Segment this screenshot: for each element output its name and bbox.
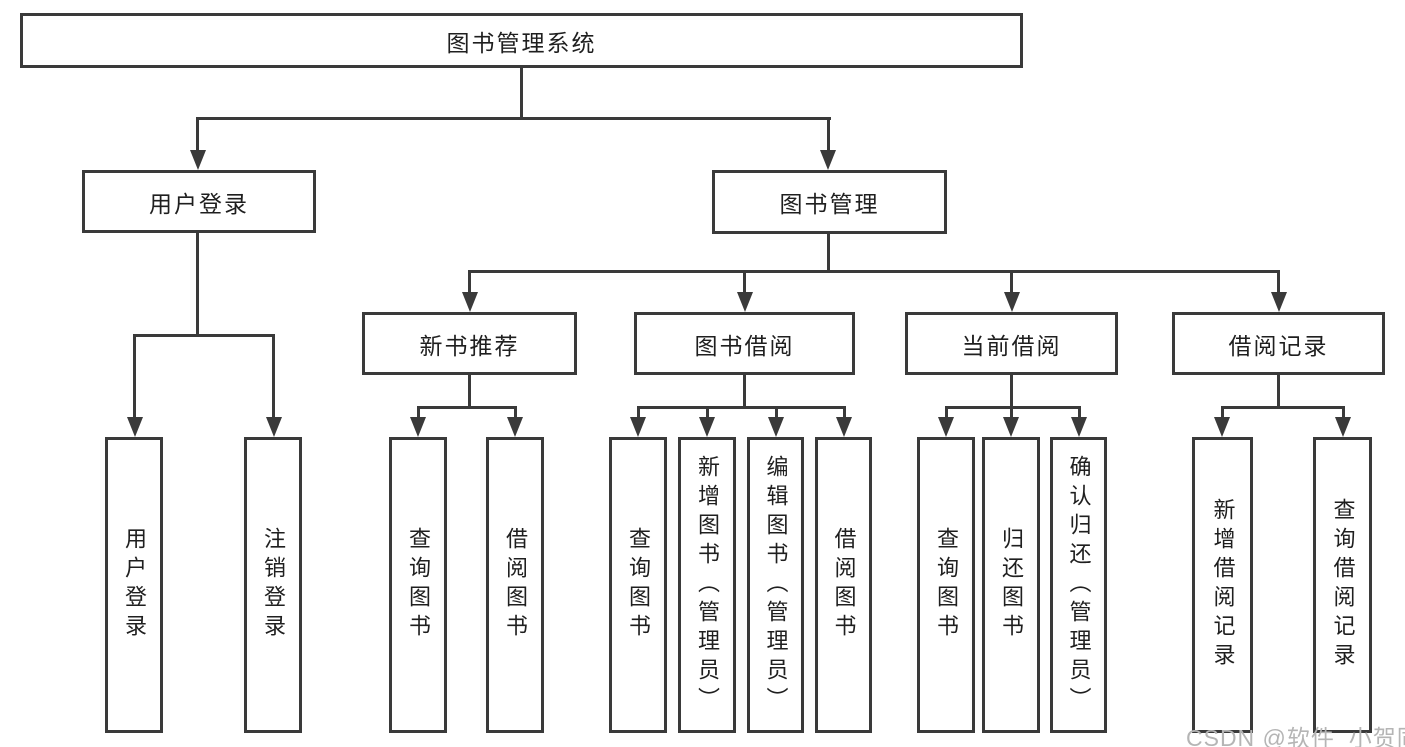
connector-drop [637, 406, 640, 420]
node-current-borrowing-label: 当前借阅 [961, 332, 1062, 359]
arrowhead [1071, 417, 1087, 437]
node-book-management-label: 图书管理 [779, 191, 880, 217]
leaf-logout-login: 注销登录 [244, 437, 302, 733]
leaf-add-books-admin-label: 新增图书（管理员） [695, 454, 720, 716]
leaf-user-login-label: 用户登录 [122, 527, 147, 643]
connector-drop [706, 406, 709, 420]
leaf-return-books: 归还图书 [982, 437, 1040, 733]
connector-drop [945, 406, 948, 420]
arrowhead [1335, 417, 1351, 437]
node-user-login: 用户登录 [82, 170, 316, 233]
leaf-logout-login-label: 注销登录 [261, 527, 286, 643]
node-user-login-label: 用户登录 [149, 190, 249, 217]
leaf-add-books-admin: 新增图书（管理员） [678, 437, 736, 733]
connector-bookmgmt-stem [827, 232, 830, 273]
leaf-confirm-return-admin: 确认归还（管理员） [1050, 437, 1107, 733]
arrowhead [1271, 292, 1287, 312]
connector-drop [1221, 406, 1224, 420]
node-book-management: 图书管理 [712, 170, 947, 234]
connector-drop [1078, 406, 1081, 420]
connector-drop [775, 406, 778, 420]
connector-records-bus [1221, 406, 1344, 409]
leaf-add-borrow-record: 新增借阅记录 [1192, 437, 1253, 733]
leaf-edit-books-admin: 编辑图书（管理员） [747, 437, 804, 733]
node-new-book-recommend: 新书推荐 [362, 312, 577, 375]
leaf-borrowing-query-books: 查询图书 [609, 437, 667, 733]
arrowhead [630, 417, 646, 437]
arrowhead [1003, 417, 1019, 437]
arrowhead [127, 417, 143, 437]
arrowhead [507, 417, 523, 437]
connector-drop [1342, 406, 1345, 420]
connector-drop [514, 406, 517, 420]
connector-recommend-stem [468, 373, 471, 409]
connector-records-stem [1277, 373, 1280, 409]
leaf-add-borrow-record-label: 新增借阅记录 [1210, 498, 1236, 672]
arrowhead [699, 417, 715, 437]
connector-recommend-bus [417, 406, 517, 409]
connector-current-stem [1010, 373, 1013, 409]
leaf-recommend-query-books-label: 查询图书 [406, 527, 431, 643]
connector-drop [743, 270, 746, 294]
arrowhead [462, 292, 478, 312]
leaf-borrowing-borrow-books: 借阅图书 [815, 437, 872, 733]
arrowhead [266, 417, 282, 437]
arrowhead [768, 417, 784, 437]
arrowhead [190, 150, 206, 170]
connector-drop [272, 334, 275, 418]
connector-root-stem [520, 66, 523, 119]
node-borrowing-records-label: 借阅记录 [1228, 332, 1329, 359]
connector-drop [843, 406, 846, 420]
arrowhead [836, 417, 852, 437]
node-current-borrowing: 当前借阅 [905, 312, 1118, 375]
arrowhead [1214, 417, 1230, 437]
node-root: 图书管理系统 [20, 13, 1023, 68]
connector-drop [468, 270, 471, 294]
connector-drop [827, 117, 830, 151]
leaf-user-login: 用户登录 [105, 437, 163, 733]
leaf-borrowing-borrow-books-label: 借阅图书 [831, 527, 857, 643]
connector-borrowing-bus [637, 406, 846, 409]
connector-drop [1277, 270, 1280, 294]
arrowhead [820, 150, 836, 170]
arrowhead [1004, 292, 1020, 312]
leaf-confirm-return-admin-label: 确认归还（管理员） [1066, 454, 1092, 716]
connector-drop [1010, 270, 1013, 294]
leaf-query-borrow-record-label: 查询借阅记录 [1330, 498, 1356, 672]
arrowhead [410, 417, 426, 437]
node-root-label: 图书管理系统 [446, 29, 597, 56]
connector-bookmgmt-bus [468, 270, 1280, 273]
leaf-edit-books-admin-label: 编辑图书（管理员） [763, 454, 789, 716]
leaf-current-query-books: 查询图书 [917, 437, 975, 733]
connector-drop [196, 117, 199, 151]
node-book-borrowing-label: 图书借阅 [694, 332, 795, 359]
node-new-book-recommend-label: 新书推荐 [419, 332, 520, 359]
leaf-return-books-label: 归还图书 [999, 527, 1024, 643]
connector-userlogin-stem [196, 231, 199, 337]
connector-drop [417, 406, 420, 420]
node-book-borrowing: 图书借阅 [634, 312, 855, 375]
leaf-recommend-query-books: 查询图书 [389, 437, 447, 733]
leaf-recommend-borrow-books: 借阅图书 [486, 437, 544, 733]
connector-userlogin-bus [133, 334, 275, 337]
connector-current-bus [945, 406, 1081, 409]
connector-root-bus [196, 117, 831, 120]
arrowhead [737, 292, 753, 312]
leaf-current-query-books-label: 查询图书 [934, 527, 959, 643]
leaf-recommend-borrow-books-label: 借阅图书 [503, 527, 528, 643]
arrowhead [938, 417, 954, 437]
leaf-borrowing-query-books-label: 查询图书 [626, 527, 651, 643]
leaf-query-borrow-record: 查询借阅记录 [1313, 437, 1372, 733]
csdn-watermark: CSDN @软件_小贺同学 [1186, 725, 1405, 747]
connector-borrowing-stem [743, 373, 746, 409]
connector-drop [1010, 406, 1013, 420]
node-borrowing-records: 借阅记录 [1172, 312, 1385, 375]
connector-drop [133, 334, 136, 418]
